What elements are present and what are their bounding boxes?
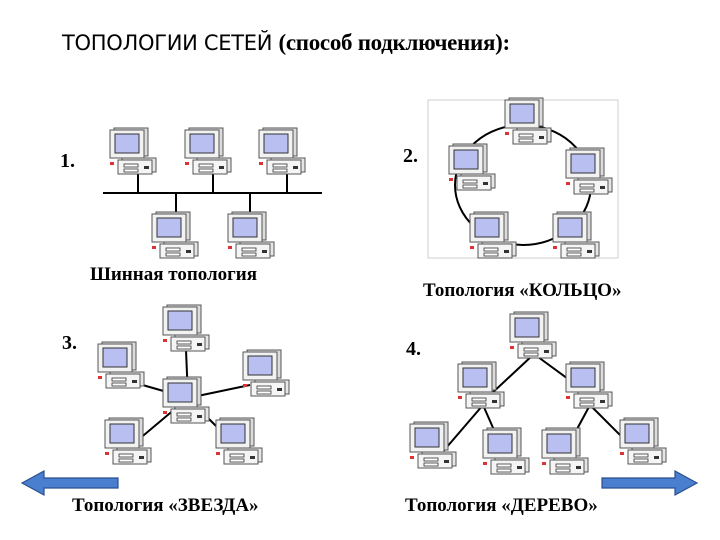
bus-topology [103, 126, 322, 259]
computer-icon [161, 375, 210, 424]
title-main: ТОПОЛОГИИ СЕТЕЙ [62, 31, 279, 55]
computer-icon [103, 416, 152, 465]
computer-icon [257, 126, 306, 175]
computer-icon [161, 303, 210, 352]
computer-icon [150, 210, 199, 259]
arrow-left-icon [20, 469, 119, 497]
computer-icon [108, 126, 157, 175]
section-number-2: 2. [403, 145, 418, 167]
computer-icon [226, 210, 275, 259]
computer-icon [241, 348, 290, 397]
computer-icon [408, 420, 457, 469]
section-number-3: 3. [62, 332, 77, 354]
star-caption: Топология «ЗВЕЗДА» [72, 495, 259, 516]
computer-icon [456, 360, 505, 409]
computer-icon [468, 210, 517, 259]
computer-icon [540, 426, 589, 475]
computer-icon [447, 142, 496, 191]
bus-caption: Шинная топология [90, 264, 258, 285]
computer-icon [481, 426, 530, 475]
tree-caption: Топология «ДЕРЕВО» [405, 495, 598, 516]
ring-caption: Топология «КОЛЬЦО» [423, 280, 622, 301]
tree-topology [408, 310, 667, 475]
section-number-4: 4. [406, 338, 421, 360]
computer-icon [564, 146, 613, 195]
computer-icon [214, 416, 263, 465]
section-number-1: 1. [60, 150, 75, 172]
title-sub: (способ подключения): [278, 30, 511, 55]
computer-icon [503, 96, 552, 145]
ring-topology [427, 96, 619, 259]
computer-icon [564, 360, 613, 409]
arrow-right-icon [601, 469, 699, 497]
computer-icon [96, 340, 145, 389]
computer-icon [551, 210, 600, 259]
star-topology [96, 303, 290, 465]
computer-icon [618, 416, 667, 465]
computer-icon [183, 126, 232, 175]
computer-icon [508, 310, 557, 359]
page-title: ТОПОЛОГИИ СЕТЕЙ (способ подключения): [62, 30, 510, 56]
